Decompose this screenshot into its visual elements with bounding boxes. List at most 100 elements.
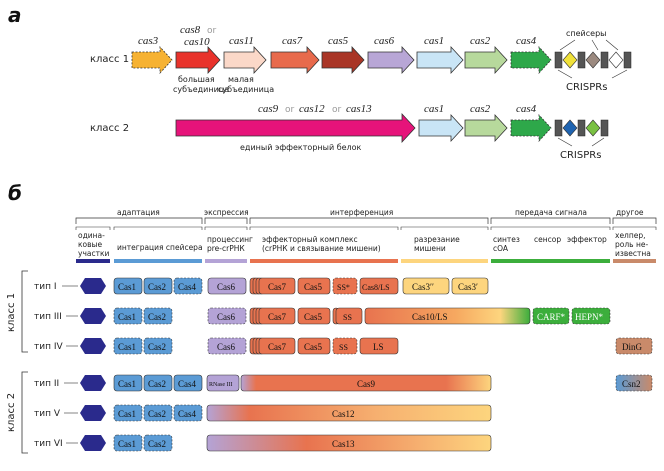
- protein-csn2-text: Csn2: [622, 379, 641, 389]
- gene-cas9-label: cas9: [258, 103, 279, 115]
- protein-cas2-text: Cas2: [148, 379, 166, 389]
- small-subunit-line2: субъединица: [218, 85, 274, 94]
- protein-ls-text: LS: [373, 342, 384, 352]
- gene-cas12-label: cas12: [299, 103, 325, 115]
- gene-or-1: or: [207, 26, 217, 36]
- gene-cas11-label: cas11: [229, 35, 254, 47]
- gene-cas6-arrow: [367, 45, 415, 75]
- gene-c2-cas2-arrow: [464, 113, 508, 143]
- hdr-adaptation: адаптация: [117, 208, 160, 217]
- sub-single-3: участки: [78, 249, 109, 258]
- sub-processing-1: процессинг: [207, 235, 253, 244]
- gene-cas6-label: cas6: [374, 35, 395, 47]
- hex-marker: [80, 338, 106, 354]
- protein-cas13: [206, 434, 492, 452]
- protein-cas1: [113, 404, 143, 422]
- protein-cas2: [143, 277, 173, 295]
- hdr-interference: интерференция: [330, 208, 393, 217]
- gene-cas2-label: cas2: [470, 35, 491, 47]
- protein-cas6: [207, 277, 247, 295]
- row-type-IV: Cas1 Cas2 Cas6 Cas7 Cas5 SS LS DinG: [80, 337, 653, 355]
- gene-cas10-label: cas10: [184, 36, 210, 48]
- gene-cas4-label: cas4: [516, 35, 537, 47]
- hdr-other: другое: [616, 208, 644, 217]
- gene-or-2: or: [285, 105, 295, 115]
- row-type-III: Cas1 Cas2 Cas6 Cas7 Cas5 SS Cas10/LS CAR…: [80, 307, 611, 325]
- hdr-expression: экспрессия: [204, 208, 249, 217]
- crispr-array-class1: [554, 39, 632, 79]
- protein-cas6-text: Cas6: [217, 282, 236, 292]
- large-subunit-line2: субъединица: [173, 85, 229, 94]
- category-bars: [76, 259, 656, 263]
- gene-cas5-label: cas5: [328, 35, 349, 47]
- gene-c2-cas1-label: cas1: [424, 103, 444, 115]
- sub-processing-2: pre-crРНК: [207, 244, 245, 253]
- gene-cas8-arrow: [175, 45, 221, 75]
- type-IV-label: тип IV: [34, 342, 63, 352]
- gene-cas7-label: cas7: [282, 35, 303, 47]
- sub-helper-2: роль не-: [615, 240, 648, 249]
- class1-label: класс 1: [90, 54, 129, 65]
- protein-cas5-text: Cas5: [304, 282, 323, 292]
- protein-cas3p-text: Cas3′: [458, 282, 478, 292]
- sub-helper-3: известна: [615, 249, 651, 258]
- gene-c2-cas1-arrow: [418, 113, 464, 143]
- protein-cas1: [113, 277, 143, 295]
- hex-marker: [80, 278, 106, 294]
- protein-cas6-text: Cas6: [217, 312, 236, 322]
- protein-cas1: [113, 434, 143, 452]
- protein-cas10ls-text: Cas10/LS: [412, 312, 448, 322]
- type-III-label: тип III: [34, 312, 62, 322]
- protein-ss: [335, 307, 363, 325]
- sub-brackets: [75, 226, 657, 230]
- protein-cas2-text: Cas2: [148, 409, 166, 419]
- gene-cas13-label: cas13: [346, 103, 372, 115]
- protein-cas1-text: Cas1: [118, 409, 136, 419]
- gene-effector-arrow: [175, 112, 416, 144]
- protein-rnase3: [206, 374, 240, 392]
- row-lines: [62, 285, 78, 444]
- hex-marker: [80, 375, 106, 391]
- gene-cas8-label: cas8: [180, 24, 201, 36]
- type-V-label: тип V: [34, 409, 61, 419]
- protein-ls: [359, 337, 399, 355]
- protein-cas7: [258, 337, 296, 355]
- class-brackets: [21, 270, 28, 454]
- protein-rnase3-text: RNase III: [209, 382, 233, 388]
- protein-cas4: [173, 374, 203, 392]
- protein-ss: [332, 337, 358, 355]
- protein-cas2: [143, 374, 173, 392]
- sub-effector2: эффектор: [567, 235, 607, 244]
- sub-cleavage-2: мишени: [414, 244, 446, 253]
- protein-cas6: [207, 307, 247, 325]
- protein-cas12-text: Cas12: [332, 409, 355, 419]
- protein-cas1: [113, 337, 143, 355]
- gene-cas3-arrow: [131, 45, 173, 75]
- protein-cas2-text: Cas2: [148, 439, 166, 449]
- protein-cas5-text: Cas5: [304, 342, 323, 352]
- protein-cas4-text: Cas4: [178, 379, 197, 389]
- protein-cas7: [258, 277, 296, 295]
- protein-csn2: [615, 374, 653, 392]
- protein-cas1-text: Cas1: [118, 312, 136, 322]
- sub-sensor: сенсор: [534, 235, 561, 244]
- header-brackets: [75, 217, 657, 224]
- protein-ss-text: SS: [343, 313, 352, 322]
- protein-cas1-text: Cas1: [118, 439, 136, 449]
- gene-cas2-arrow: [464, 45, 508, 75]
- protein-cas9: [240, 374, 492, 392]
- protein-ding-text: DinG: [622, 342, 643, 352]
- gene-cas11-arrow: [223, 45, 267, 75]
- protein-cas7-text: Cas7: [268, 312, 287, 322]
- protein-cas5-text: Cas5: [304, 312, 323, 322]
- protein-cas8ls-text: Cas8/LS: [362, 283, 390, 292]
- row-type-V: Cas1 Cas2 Cas4 Cas12: [80, 404, 492, 422]
- effector-label: единый эффекторный белок: [240, 143, 362, 152]
- protein-cas6-text: Cas6: [217, 342, 236, 352]
- gene-cas1-label: cas1: [424, 35, 444, 47]
- b-class2-label: класс 2: [6, 393, 17, 432]
- hex-marker: [80, 308, 106, 324]
- protein-cas1-text: Cas1: [118, 282, 136, 292]
- protein-cas5: [297, 277, 331, 295]
